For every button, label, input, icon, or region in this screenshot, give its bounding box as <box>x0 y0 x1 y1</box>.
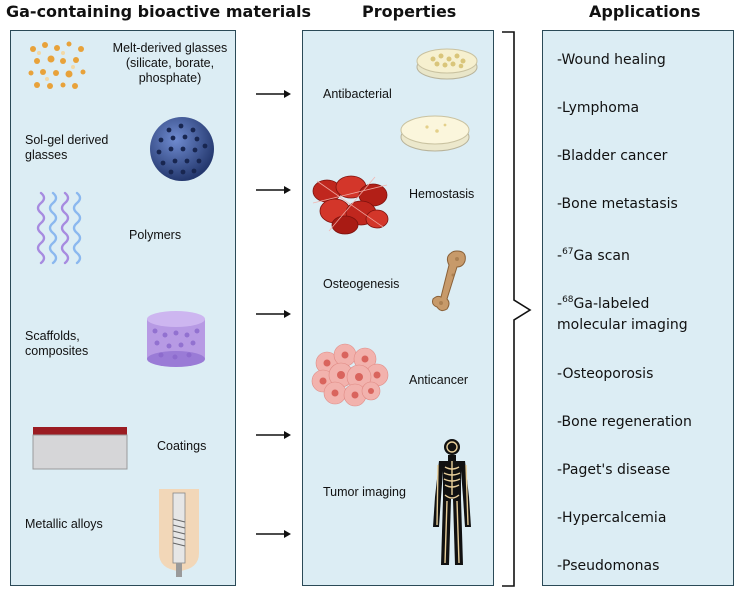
application-item: -Bladder cancer <box>557 148 668 164</box>
material-label-coatings: Coatings <box>157 439 207 453</box>
application-item: -67Ga scan <box>557 247 630 264</box>
polymer-chains-icon <box>36 191 82 265</box>
material-label-solgel: Sol-gel derived glasses <box>25 133 109 162</box>
property-label-anticancer: Anticancer <box>409 373 469 387</box>
porous-sphere-icon <box>150 117 214 181</box>
materials-panel: Melt-derived glasses (silicate, borate, … <box>10 30 236 586</box>
petri-dish-icon <box>416 48 478 80</box>
property-label-osteogenesis: Osteogenesis <box>323 277 400 291</box>
application-item: -Bone metastasis <box>557 196 678 212</box>
skeleton-icon <box>433 439 471 565</box>
applications-panel: -Wound healing -Lymphoma -Bladder cancer… <box>542 30 734 586</box>
material-label-scaffolds: Scaffolds, composites <box>25 329 89 358</box>
arrow-5 <box>256 530 291 538</box>
bracket <box>502 31 532 587</box>
arrow-1 <box>256 90 291 98</box>
femur-bone-icon <box>432 250 466 312</box>
application-item: -Paget's disease <box>557 462 671 478</box>
application-item: -68Ga-labeled molecular imaging <box>557 295 688 333</box>
scaffold-cylinder-icon <box>147 311 205 367</box>
application-item: -Pseudomonas <box>557 558 660 574</box>
arrow-2 <box>256 186 291 194</box>
properties-heading: Properties <box>362 2 457 21</box>
application-item: -Wound healing <box>557 52 666 68</box>
application-item: -Lymphoma <box>557 100 640 116</box>
application-item: -Hypercalcemia <box>557 510 667 526</box>
glass-particles-icon <box>28 41 86 89</box>
materials-heading: Ga-containing bioactive materials <box>6 2 311 21</box>
material-label-polymers: Polymers <box>129 228 182 242</box>
application-item: -Bone regeneration <box>557 414 692 430</box>
tumor-cells-icon <box>311 343 389 407</box>
properties-panel: Antibacterial Hemostasis Osteogenesis <box>302 30 494 586</box>
application-item: -Osteoporosis <box>557 366 654 382</box>
blood-cells-icon <box>312 175 389 235</box>
material-label-melt: Melt-derived glasses (silicate, borate, … <box>112 41 228 85</box>
property-label-antibacterial: Antibacterial <box>323 87 392 101</box>
petri-dish-icon <box>400 115 470 152</box>
property-label-tumor-imaging: Tumor imaging <box>323 485 406 499</box>
arrow-4 <box>256 431 291 439</box>
applications-heading: Applications <box>589 2 701 21</box>
property-label-hemostasis: Hemostasis <box>409 187 475 201</box>
implant-screw-icon <box>159 489 199 577</box>
material-label-metallic: Metallic alloys <box>25 517 103 531</box>
arrow-3 <box>256 310 291 318</box>
coating-layer-icon <box>32 427 128 470</box>
